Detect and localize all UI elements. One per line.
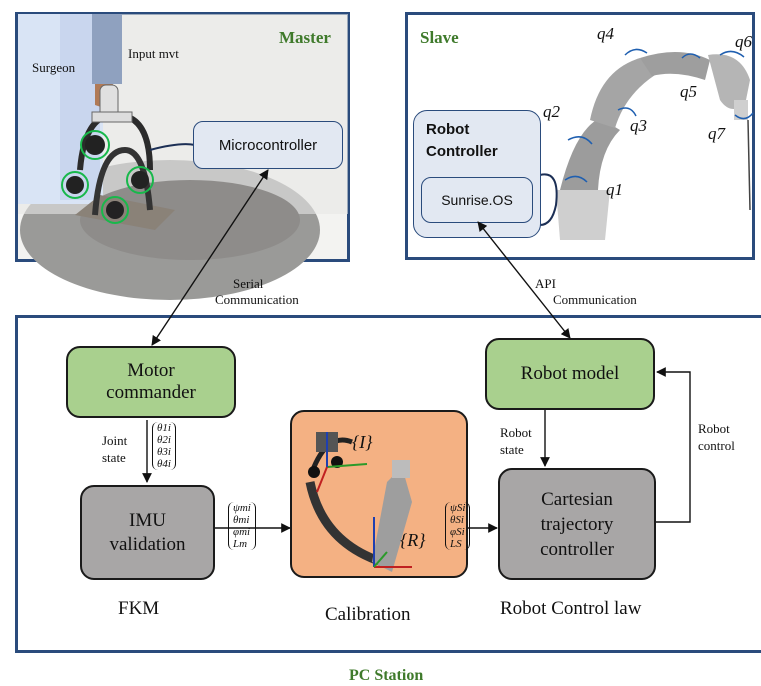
cartesian-controller-label: Cartesian trajectory controller xyxy=(540,488,614,560)
robot-control-label: Robot control xyxy=(698,420,735,454)
serial-communication-label: Serial Communication xyxy=(215,276,299,308)
l-s-label: LS xyxy=(450,538,462,550)
joint-state-line2: state xyxy=(102,450,126,465)
joint-q4: q4 xyxy=(597,24,614,43)
robot-state-label: Robot state xyxy=(500,424,532,458)
l-m-label: Lm xyxy=(233,538,248,550)
api-label-line2: Communication xyxy=(553,292,637,307)
motor-commander-label: Motor commander xyxy=(106,360,196,403)
theta-m-label: θmi xyxy=(233,514,250,526)
theta-s-label: θSi xyxy=(450,514,464,526)
theta4-label: θ4i xyxy=(157,458,171,470)
joint-angle-vector: θ1i θ2i θ3i θ4i xyxy=(152,422,176,470)
motor-commander-box: Motor commander xyxy=(66,346,236,418)
joint-q3: q3 xyxy=(630,116,647,135)
master-orientation-vector: ψmi θmi φmi Lm xyxy=(228,502,256,550)
robot-state-line1: Robot xyxy=(500,425,532,440)
calibration-box: {I} {R} xyxy=(290,410,468,578)
input-mvt-label: Input mvt xyxy=(128,46,179,61)
imu-validation-label: IMU validation xyxy=(109,509,186,555)
surgeon-label: Surgeon xyxy=(32,60,76,75)
robot-model-label: Robot model xyxy=(520,363,620,384)
psi-s-label: ψSi xyxy=(450,502,466,514)
frame-R-label: {R} xyxy=(400,530,426,550)
serial-label-line1: Serial xyxy=(233,276,264,291)
phi-s-label: φSi xyxy=(450,526,465,538)
robot-state-line2: state xyxy=(500,442,524,457)
joint-q5: q5 xyxy=(680,82,697,101)
robot-control-line2: control xyxy=(698,438,735,453)
joint-q2: q2 xyxy=(543,102,560,121)
joint-q6: q6 xyxy=(735,32,752,51)
frame-I-label: {I} xyxy=(352,432,373,452)
calibration-illustration xyxy=(305,432,412,572)
robot-control-line1: Robot xyxy=(698,421,730,436)
fkm-caption: FKM xyxy=(118,598,160,619)
robot-controller-label: Robot Controller xyxy=(426,121,498,160)
api-label-line1: API xyxy=(535,276,556,291)
slave-title: Slave xyxy=(420,28,459,47)
robot-model-box: Robot model xyxy=(485,338,655,410)
microcontroller-box: Microcontroller xyxy=(193,121,343,169)
joint-state-line1: Joint xyxy=(102,433,128,448)
joint-state-label: Joint state xyxy=(102,432,127,466)
joint-q1: q1 xyxy=(606,180,623,199)
theta3-label: θ3i xyxy=(157,446,171,458)
serial-label-line2: Communication xyxy=(215,292,299,307)
cartesian-controller-box: Cartesian trajectory controller xyxy=(498,468,656,580)
theta1-label: θ1i xyxy=(157,422,171,434)
robot-controller-box: Robot Controller Sunrise.OS xyxy=(413,110,541,238)
control-law-caption: Robot Control law xyxy=(500,598,642,619)
calibration-caption: Calibration xyxy=(325,604,411,625)
sunrise-os-box: Sunrise.OS xyxy=(421,177,533,223)
api-communication-label: API Communication xyxy=(523,276,637,308)
imu-validation-box: IMU validation xyxy=(80,485,215,580)
phi-m-label: φmi xyxy=(233,526,251,538)
master-title: Master xyxy=(279,28,331,47)
pc-station-title: PC Station xyxy=(349,667,424,684)
theta2-label: θ2i xyxy=(157,434,171,446)
joint-q7: q7 xyxy=(708,124,725,143)
psi-m-label: ψmi xyxy=(233,502,251,514)
slave-orientation-vector: ψSi θSi φSi LS xyxy=(445,502,471,550)
